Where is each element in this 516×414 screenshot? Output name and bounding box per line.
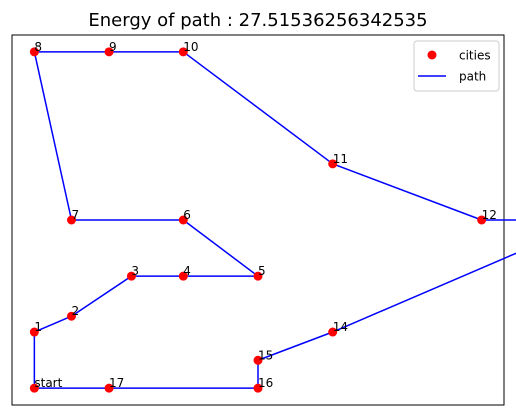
legend: cities path (413, 40, 500, 92)
city-label: 15 (258, 348, 273, 362)
path-segment (33, 51, 73, 221)
city-label: 12 (482, 208, 497, 222)
city-point (253, 355, 263, 365)
path-segment (71, 275, 132, 317)
city-label: 3 (131, 264, 139, 278)
path-series (33, 51, 516, 389)
city-point (477, 215, 487, 225)
path-segment (34, 315, 72, 333)
city-label: 11 (333, 152, 348, 166)
path-segment (332, 252, 516, 333)
city-point (253, 271, 263, 281)
legend-cities-marker (427, 50, 437, 60)
city-point (178, 215, 188, 225)
path-segment (182, 51, 334, 165)
city-label: 16 (258, 376, 273, 390)
city-point (29, 383, 39, 393)
legend-cities-label: cities (459, 49, 491, 63)
city-label: 5 (258, 264, 266, 278)
city-label: 6 (183, 208, 191, 222)
path-segment (332, 163, 482, 221)
city-point (328, 159, 338, 169)
city-label: 10 (183, 40, 198, 54)
city-point (328, 327, 338, 337)
path-segment (257, 331, 333, 361)
city-labels: start1234567891011121314151617 (34, 40, 497, 390)
city-label: 14 (333, 320, 348, 334)
city-point (126, 271, 136, 281)
city-label: 8 (34, 40, 42, 54)
city-label: 17 (109, 376, 124, 390)
chart-title: Energy of path : 27.51536256342535 (88, 10, 427, 31)
legend-path-label: path (459, 70, 486, 84)
city-point (178, 47, 188, 57)
path-segment (182, 219, 259, 277)
cities-series (29, 47, 487, 393)
city-point (66, 311, 76, 321)
city-point (29, 47, 39, 57)
city-label: 2 (71, 304, 79, 318)
city-label: 9 (109, 40, 117, 54)
city-label: 1 (34, 320, 42, 334)
city-point (178, 271, 188, 281)
city-point (104, 47, 114, 57)
city-point (29, 327, 39, 337)
city-point (104, 383, 114, 393)
city-label: 7 (71, 208, 79, 222)
city-label: start (34, 376, 62, 390)
city-point (253, 383, 263, 393)
city-label: 4 (183, 264, 191, 278)
city-point (66, 215, 76, 225)
